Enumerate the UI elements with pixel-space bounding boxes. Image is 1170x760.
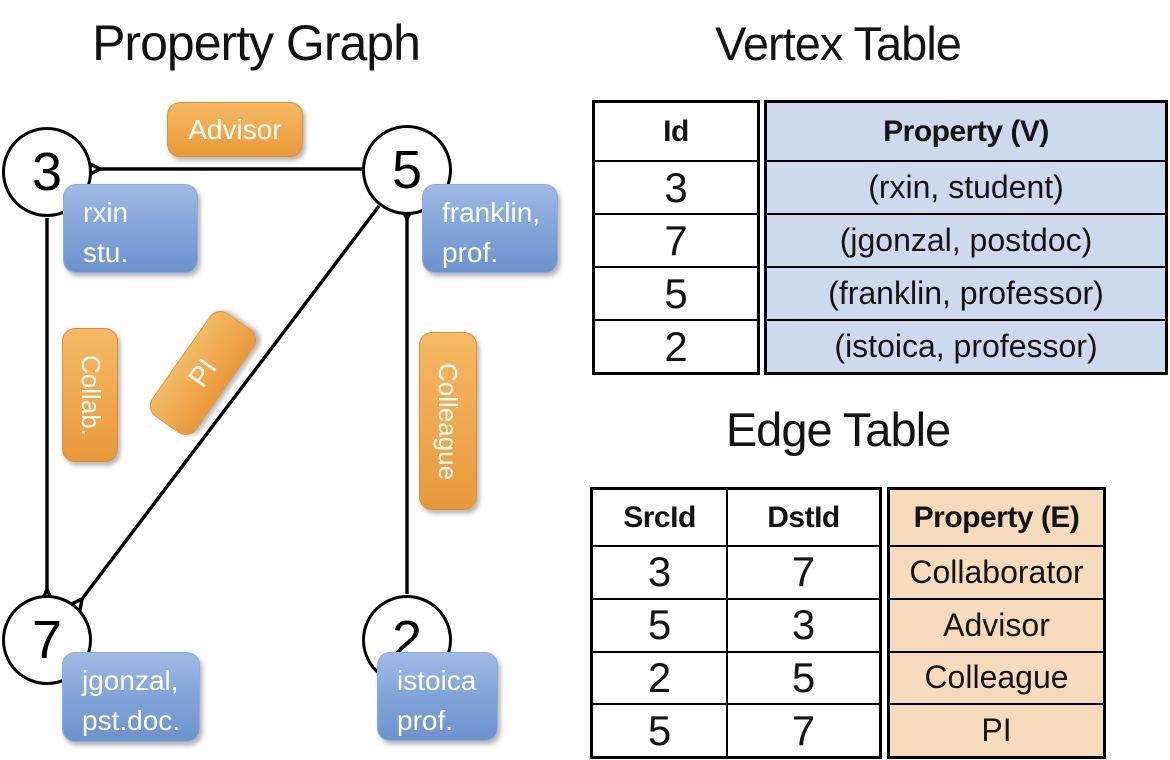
vertex-property-cell: (jgonzal, postdoc) — [767, 213, 1165, 266]
edge-label-colleague: Colleague — [419, 332, 477, 510]
edge-table-dst-header: DstId — [767, 500, 840, 534]
edge-property-cell: Colleague — [890, 650, 1103, 704]
edge-dst-cell: 7 — [728, 703, 879, 756]
vertex-id: 3 — [31, 142, 63, 202]
vertex-property-line: prof. — [397, 704, 454, 736]
edge-src-cell: 5 — [593, 703, 728, 756]
edge-label-advisor: Advisor — [167, 102, 303, 157]
edge-pi-5-to-7 — [82, 204, 381, 599]
edge-dst-cell: 3 — [728, 597, 879, 651]
edge-label-text: PI — [182, 352, 223, 393]
vertex-id: 7 — [31, 610, 63, 670]
property-graph-title: Property Graph — [92, 15, 421, 71]
edge-property-cell: Advisor — [890, 597, 1103, 651]
vertex-id-cell: 5 — [595, 266, 757, 319]
edge-label-text: Colleague — [433, 362, 464, 480]
edge-dst-cell: 5 — [728, 650, 879, 704]
vertex-table-title: Vertex Table — [715, 17, 962, 70]
vertex-property-cell: (istoica, professor) — [767, 319, 1165, 372]
edge-label-collab: Collab. — [62, 328, 118, 462]
vertex-id-cell: 7 — [595, 213, 757, 266]
vertex-table-id-header: Id — [663, 114, 689, 148]
edge-table-src-header: SrcId — [593, 490, 728, 545]
vertex-id-cell: 3 — [595, 160, 757, 213]
edge-src-cell: 3 — [593, 545, 728, 598]
edge-label-text: Advisor — [188, 113, 282, 145]
vertex-property-line: stu. — [83, 236, 129, 268]
edge-label-text: Collab. — [75, 354, 106, 436]
edge-dst-cell: 7 — [728, 545, 879, 598]
vertex-property-line: prof. — [442, 236, 499, 268]
vertex-property-box-istoica: istoica prof. — [377, 652, 498, 741]
vertex-property-cell: (rxin, student) — [767, 160, 1165, 213]
vertex-property-line: rxin — [83, 197, 129, 228]
vertex-id: 5 — [391, 140, 423, 200]
vertex-table-property-header: Property (V) — [883, 114, 1049, 148]
edge-table-property-header: Property (E) — [913, 500, 1080, 534]
edge-table-property-column: Property (E) Collaborator Advisor Collea… — [887, 487, 1106, 759]
edge-table-id-columns: SrcId DstId 3 7 5 3 2 5 5 7 — [590, 487, 882, 759]
vertex-id-cell: 2 — [595, 319, 757, 372]
vertex-property-box-jgonzal: jgonzal, pst.doc. — [62, 652, 200, 742]
vertex-property-line: pst.doc. — [82, 704, 181, 736]
edge-property-cell: PI — [890, 703, 1103, 756]
vertex-property-box-rxin: rxin stu. — [63, 184, 198, 273]
graph-edges-layer — [0, 0, 585, 760]
vertex-property-box-franklin: franklin, prof. — [422, 184, 558, 273]
vertex-table-id-column: Id 3 7 5 2 — [592, 100, 760, 375]
edge-src-cell: 2 — [593, 650, 728, 704]
vertex-property-line: istoica — [397, 665, 477, 696]
vertex-property-line: jgonzal, — [82, 665, 179, 696]
edge-property-cell: Collaborator — [890, 545, 1103, 598]
edge-table-title: Edge Table — [725, 403, 951, 456]
vertex-table-property-column: Property (V) (rxin, student) (jgonzal, p… — [764, 100, 1168, 375]
vertex-property-cell: (franklin, professor) — [767, 266, 1165, 319]
edge-src-cell: 5 — [593, 597, 728, 651]
vertex-property-line: franklin, — [442, 197, 541, 228]
